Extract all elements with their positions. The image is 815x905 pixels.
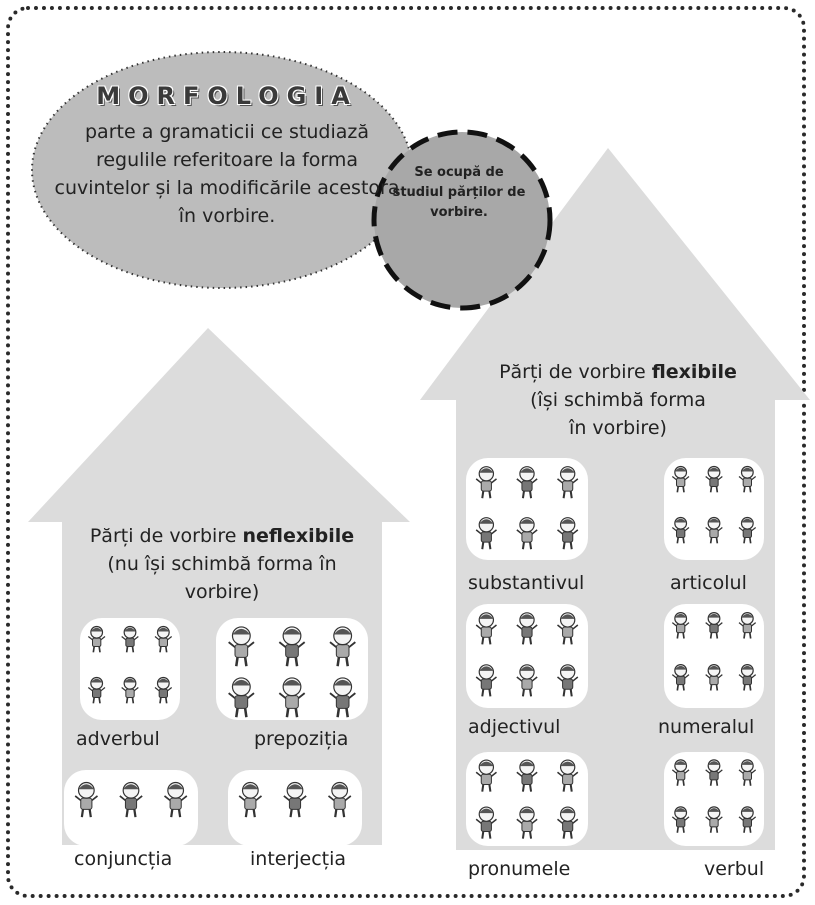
child-figure: [516, 806, 538, 839]
dotted-border-frame: [6, 6, 806, 898]
child-figure: [87, 676, 106, 704]
flexibile-subtitle: (își schimbă forma în vorbire): [530, 389, 706, 439]
adjectivul-image: [466, 604, 588, 708]
children-illustration: [475, 466, 579, 550]
child-figure: [557, 517, 579, 550]
child-figure: [671, 516, 690, 544]
numeralul-image: [664, 604, 764, 708]
neflexibile-subtitle: (nu își schimbă forma în vorbire): [107, 553, 337, 603]
child-figure: [119, 781, 143, 818]
child-figure: [278, 677, 306, 718]
child-figure: [228, 677, 255, 718]
flexibile-title-bold: flexibile: [651, 361, 737, 383]
child-figure: [671, 806, 690, 833]
child-figure: [705, 806, 723, 833]
neflexibile-heading: Părți de vorbire neflexibile (nu își sch…: [52, 522, 392, 606]
adverbul-image: [80, 618, 180, 720]
child-figure: [705, 612, 723, 639]
prepozitia-image: [216, 618, 368, 720]
children-illustration: [238, 781, 352, 818]
child-figure: [475, 806, 497, 839]
child-figure: [238, 781, 263, 818]
articolul-image: [664, 458, 764, 560]
child-figure: [475, 466, 497, 499]
child-figure: [154, 676, 173, 704]
morfologia-definition: parte a gramaticii ce studiază regulile …: [54, 121, 400, 227]
child-figure: [283, 781, 307, 818]
child-figure: [516, 664, 538, 697]
child-figure: [154, 625, 173, 653]
children-illustration: [475, 759, 579, 839]
children-illustration: [475, 612, 579, 697]
child-figure: [671, 465, 690, 493]
child-figure: [557, 664, 579, 697]
child-figure: [74, 781, 99, 818]
children-illustration: [671, 612, 757, 691]
label-adverbul: adverbul: [76, 728, 160, 750]
label-conjunctia: conjuncția: [74, 848, 173, 870]
substantivul-image: [466, 458, 588, 560]
child-figure: [516, 759, 538, 792]
child-figure: [738, 465, 757, 493]
studiu-circle: [371, 129, 553, 311]
label-adjectivul: adjectivul: [468, 716, 561, 738]
child-figure: [516, 612, 538, 645]
child-figure: [557, 466, 579, 499]
child-figure: [327, 781, 352, 818]
neflexibile-title-bold: neflexibile: [242, 525, 355, 547]
child-figure: [557, 759, 579, 792]
child-figure: [329, 626, 356, 667]
child-figure: [738, 664, 757, 691]
child-figure: [278, 626, 306, 667]
interjectia-image: [228, 770, 362, 846]
label-pronumele: pronumele: [468, 858, 571, 880]
pronumele-image: [466, 752, 588, 846]
neflexibile-title-prefix: Părți de vorbire: [89, 525, 237, 547]
flexibile-heading: Părți de vorbire flexibile (își schimbă …: [448, 358, 788, 442]
children-illustration: [228, 626, 356, 718]
child-figure: [87, 625, 106, 653]
neflexibile-title-line: Părți de vorbire neflexibile: [52, 522, 392, 550]
child-figure: [475, 612, 497, 645]
child-figure: [163, 781, 188, 818]
child-figure: [557, 612, 579, 645]
child-figure: [516, 466, 538, 499]
child-figure: [475, 759, 497, 792]
child-figure: [738, 759, 757, 786]
child-figure: [228, 626, 255, 667]
child-figure: [475, 664, 497, 697]
label-numeralul: numeralul: [658, 716, 755, 738]
child-figure: [705, 465, 723, 493]
morfologia-title: MORFOLOGIA: [96, 82, 358, 110]
children-illustration: [87, 625, 173, 704]
label-substantivul: substantivul: [468, 572, 585, 594]
child-figure: [671, 759, 690, 786]
child-figure: [475, 517, 497, 550]
child-figure: [738, 806, 757, 833]
children-illustration: [671, 759, 757, 833]
verbul-image: [664, 752, 764, 846]
child-figure: [121, 625, 139, 653]
child-figure: [671, 612, 690, 639]
child-figure: [329, 677, 356, 718]
circle-text: Se ocupă de studiul părților de vorbire.: [392, 165, 526, 220]
children-illustration: [671, 465, 757, 544]
child-figure: [738, 516, 757, 544]
conjunctia-image: [64, 770, 198, 846]
flexibile-title-prefix: Părți de vorbire: [499, 361, 646, 383]
label-interjectia: interjecția: [250, 848, 347, 870]
label-articolul: articolul: [670, 572, 747, 594]
children-illustration: [74, 781, 188, 818]
child-figure: [705, 516, 723, 544]
child-figure: [557, 806, 579, 839]
child-figure: [516, 517, 538, 550]
child-figure: [121, 676, 139, 704]
flexibile-title-line: Părți de vorbire flexibile: [448, 358, 788, 386]
child-figure: [705, 664, 723, 691]
child-figure: [671, 664, 690, 691]
child-figure: [738, 612, 757, 639]
label-prepozitia: prepoziția: [254, 728, 349, 750]
child-figure: [705, 759, 723, 786]
label-verbul: verbul: [704, 858, 765, 880]
